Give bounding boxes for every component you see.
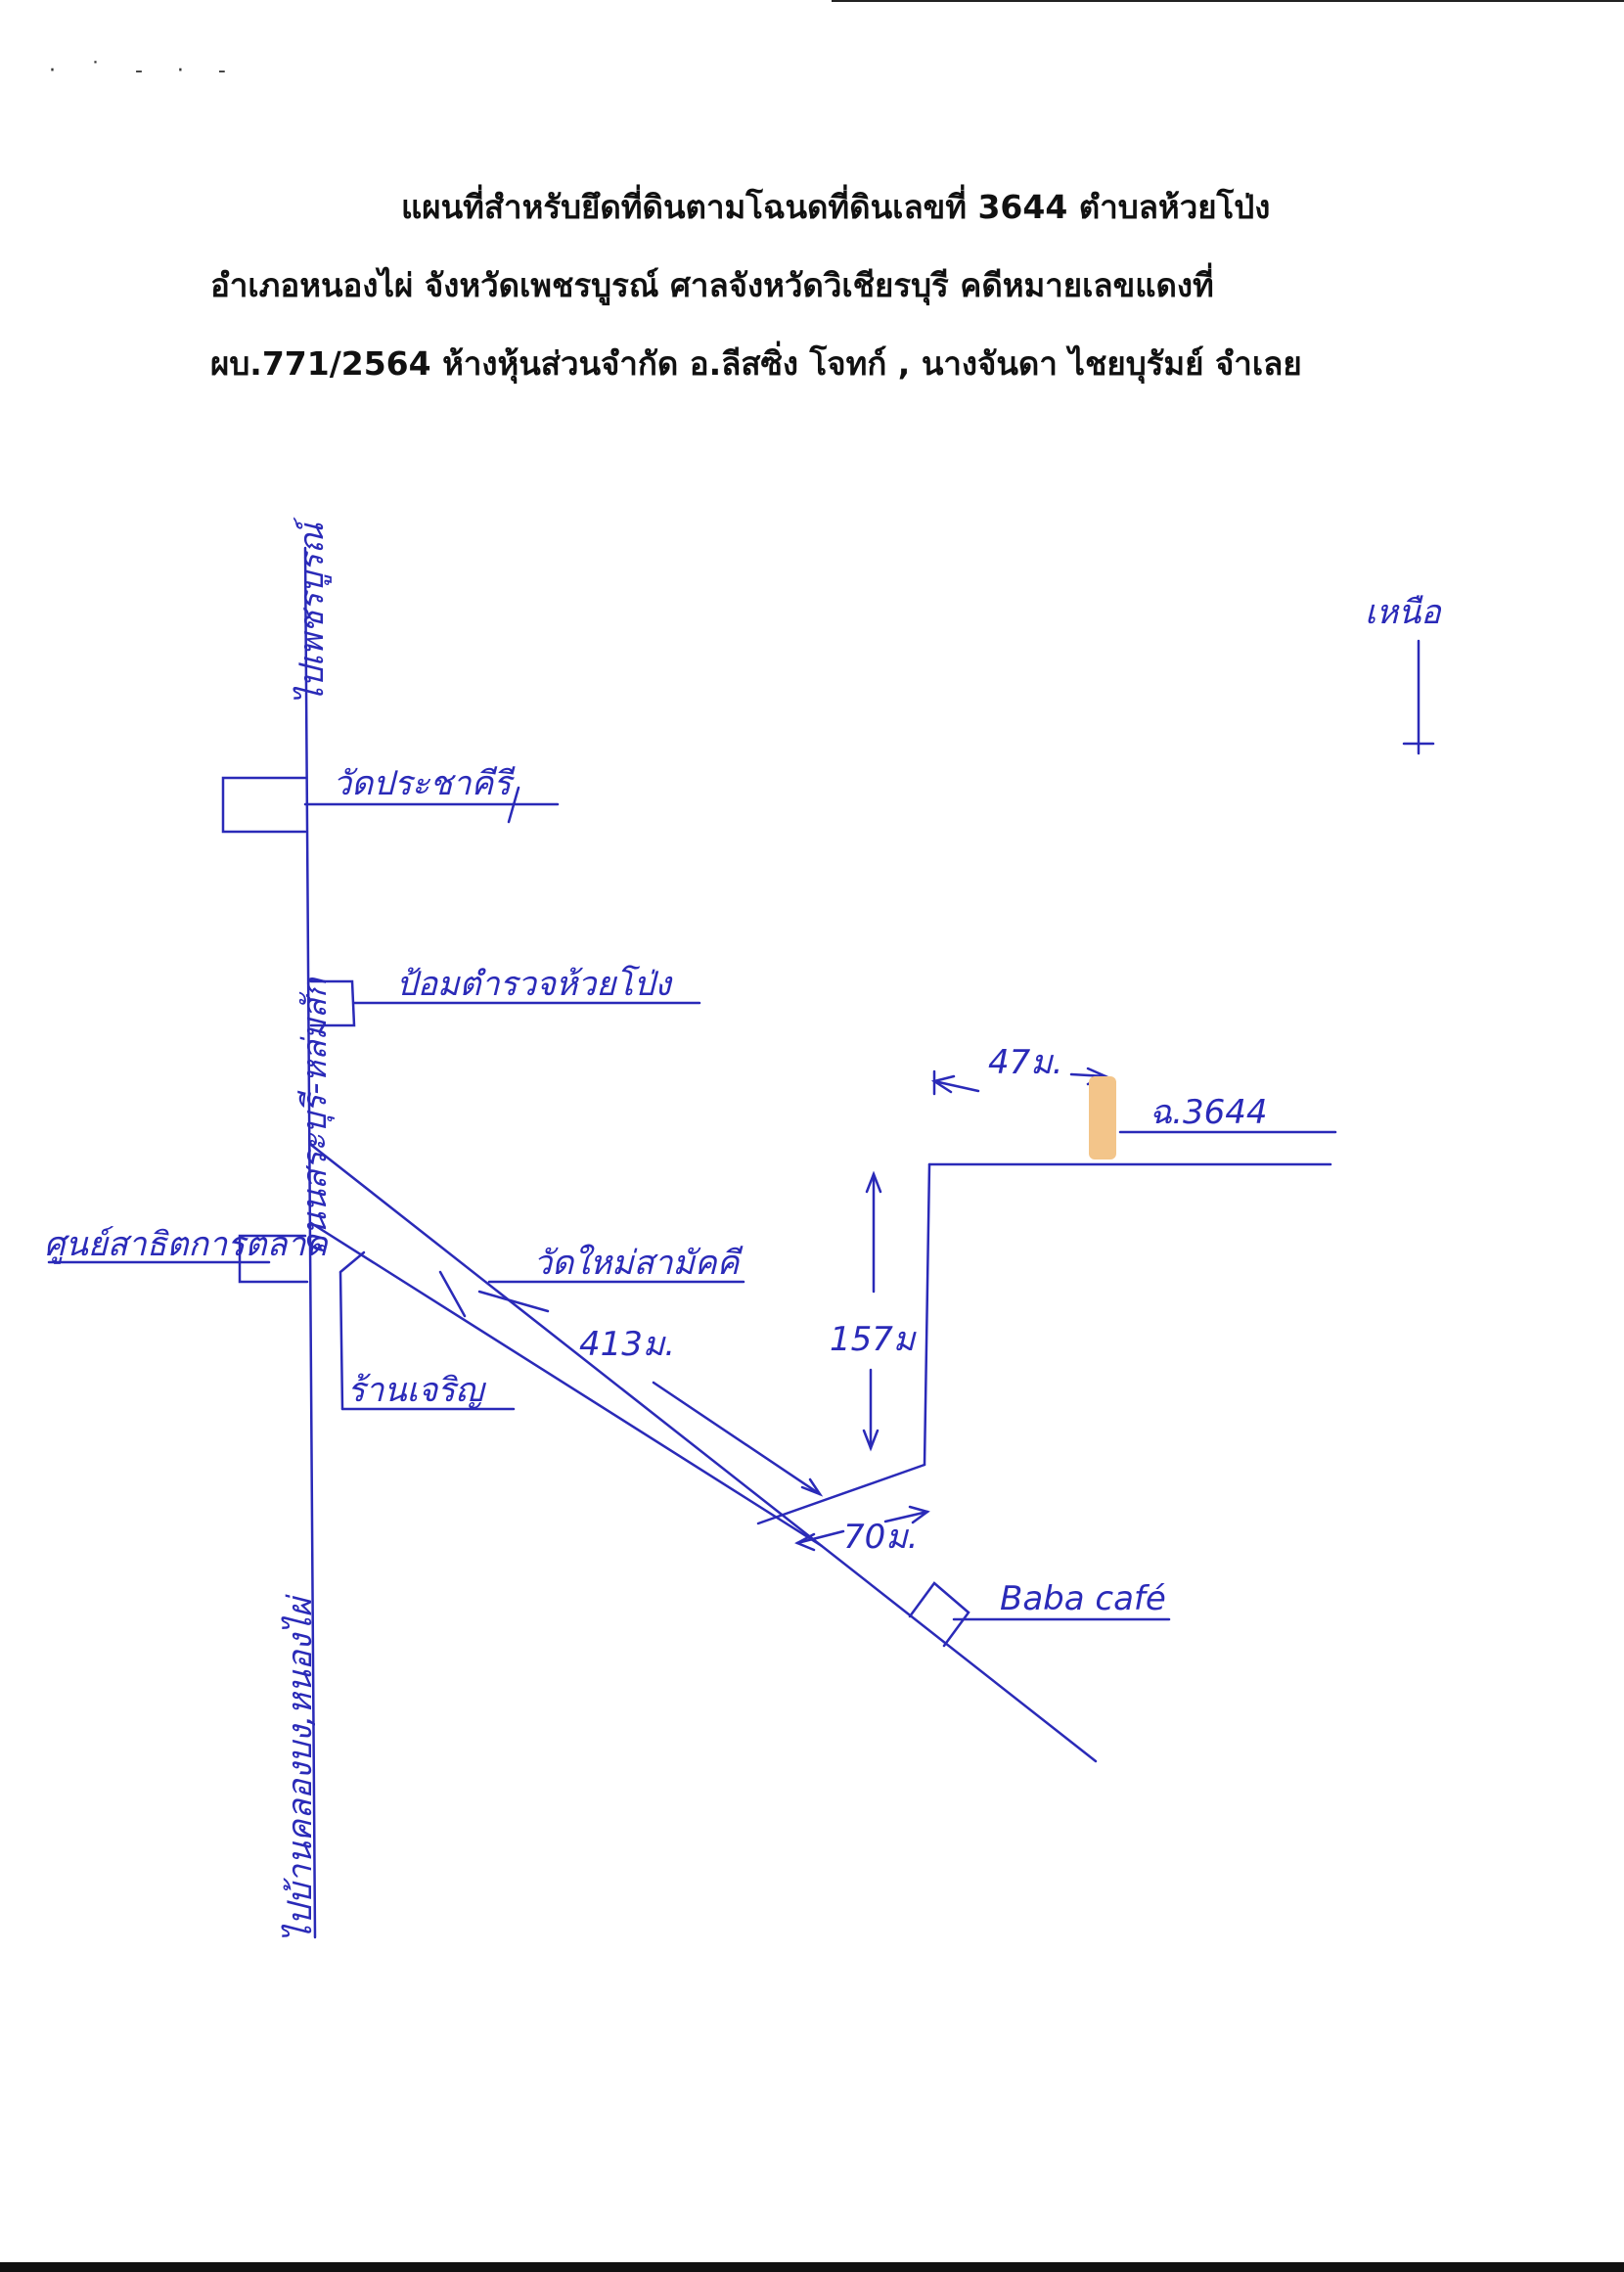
diagonal-road-line-upper (309, 1221, 824, 1548)
cooperative-label: ศูนย์สาธิตการตลาด (44, 1225, 329, 1264)
cafe-label: Baba café (1000, 1579, 1166, 1618)
main-road-line (303, 546, 317, 1939)
north-label: เหนือ (1365, 593, 1442, 632)
distance-413-label: 413ม. (579, 1325, 675, 1364)
header-line-2: อำเภอหนองไผ่ จังหวัดเพชรบูรณ์ ศาลจังหวัด… (210, 266, 1214, 304)
header-line-3: ผบ.771/2564 ห้างหุ้นส่วนจำกัด อ.ลีสซิ่ง … (210, 344, 1302, 383)
distance-157-label: 157ม (830, 1320, 917, 1359)
distance-70-label: 70ม. (843, 1518, 918, 1557)
cooperative-box (238, 1234, 309, 1284)
police-station-label: ป้อมตำรวจห้วยโป่ง (396, 965, 673, 1004)
shop-label: ร้านเจริญ (347, 1371, 486, 1410)
side-lane-line (923, 1162, 931, 1467)
main-road-label: ถนนสระบุรี-หล่มสัก (295, 977, 335, 1255)
diagonal-road-line (309, 1143, 1098, 1763)
to-khlong-label: ไปบ้านคลองบง,หนองไผ่ (281, 1594, 320, 1942)
distance-47-label: 47ม. (988, 1043, 1062, 1082)
header-line-1: แผนที่สำหรับยึดที่ดินตามโฉนดที่ดินเลขที่… (401, 188, 1271, 226)
document-header: แผนที่สำหรับยึดที่ดินตามโฉนดที่ดินเลขที่… (186, 168, 1458, 403)
cafe-box (908, 1581, 970, 1648)
wat-prachakiri-box (221, 776, 307, 834)
wat-prachakiri-label: วัดประชาคีรี (333, 764, 516, 803)
scan-edge-bottom (0, 2262, 1624, 2272)
scan-specks: · ˙ ‑ · ‑ (49, 59, 240, 83)
parcel-label: ฉ.3644 (1150, 1093, 1268, 1132)
wat-nai-mai-label: วัดใหม่สามัคคี (533, 1244, 744, 1283)
scan-edge-top (832, 0, 1624, 2)
parcel-3644 (1089, 1076, 1116, 1159)
to-phetchabun-label: ไปเพชรบูรณ์ (293, 517, 332, 704)
